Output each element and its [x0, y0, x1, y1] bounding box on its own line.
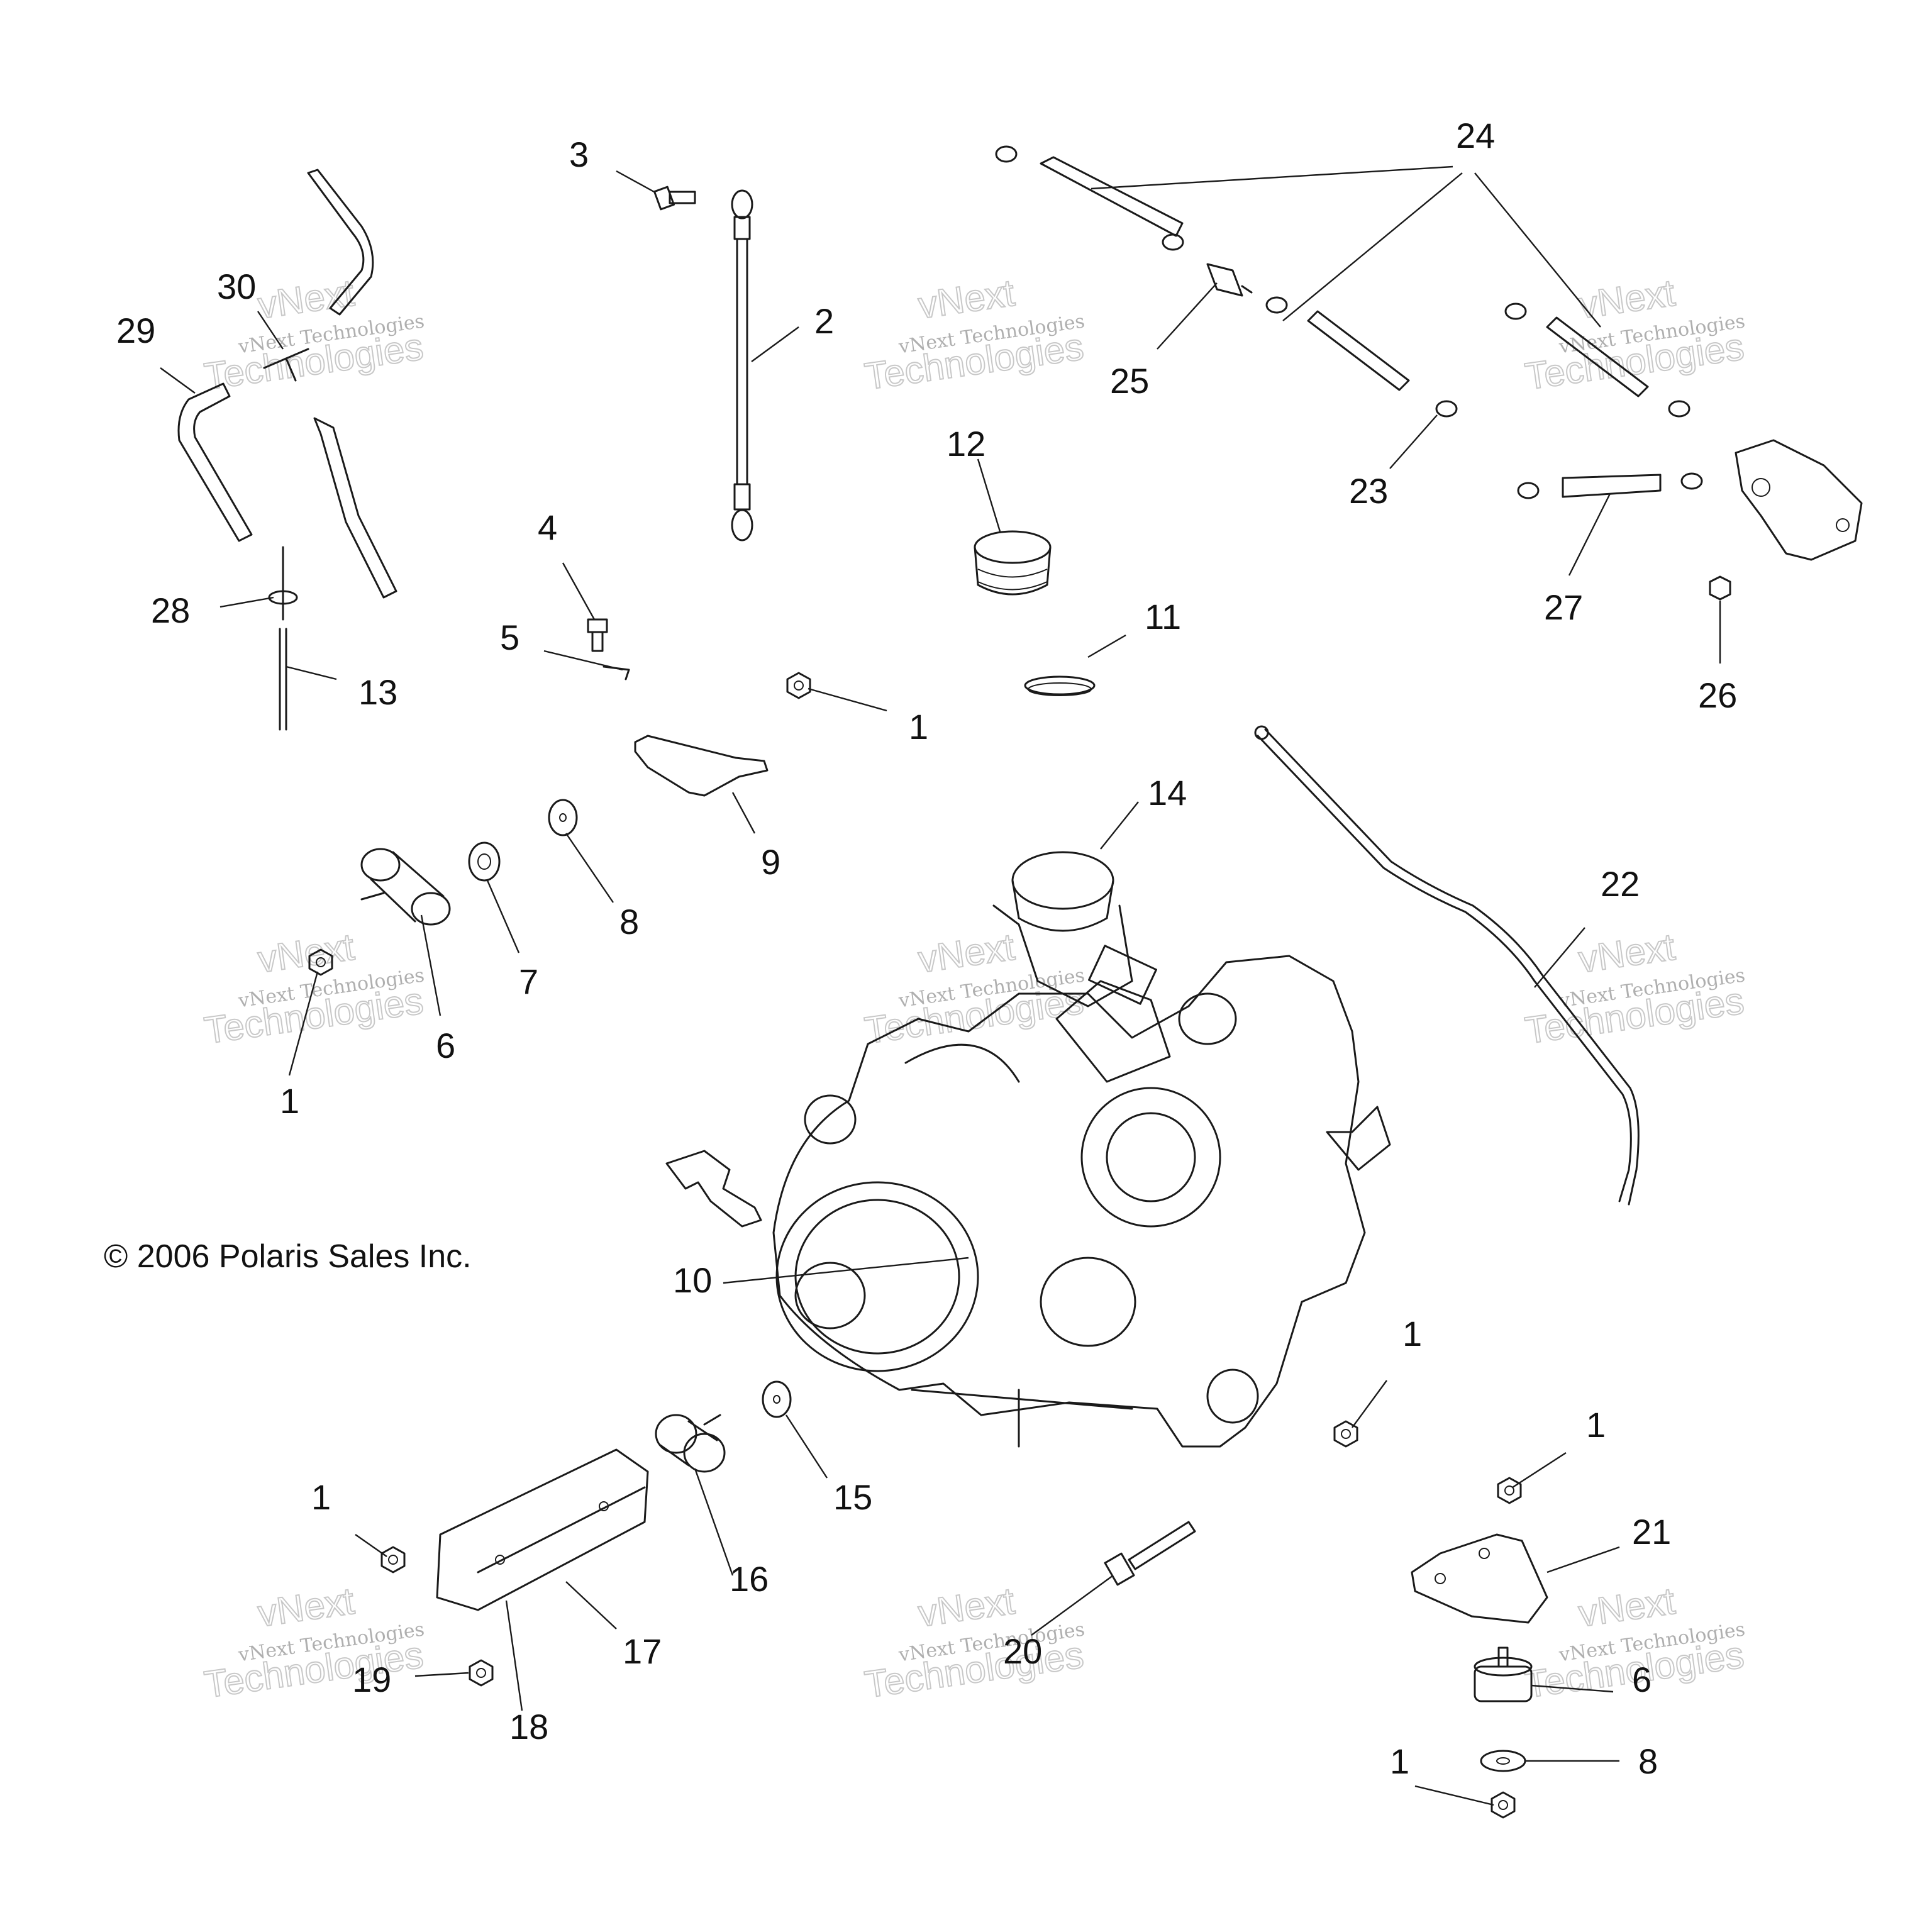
part-4-bolt	[587, 618, 608, 652]
callout-24: 24	[1456, 116, 1495, 155]
breather-box	[1735, 439, 1863, 561]
svg-text:vNext: vNext	[255, 926, 357, 981]
callout-20: 20	[1003, 1631, 1042, 1671]
svg-text:vNext: vNext	[1576, 1580, 1678, 1635]
callout-22: 22	[1601, 864, 1640, 904]
svg-text:vNext: vNext	[255, 1580, 357, 1635]
part-20-bolt	[1104, 1521, 1196, 1586]
leader-lines	[160, 165, 1721, 1806]
callout-16: 16	[730, 1559, 769, 1599]
callout-1: 1	[1402, 1314, 1422, 1353]
svg-text:vNext: vNext	[255, 272, 357, 327]
svg-text:vNext: vNext	[916, 926, 1018, 981]
part-19-nut	[469, 1659, 494, 1687]
callout-3: 3	[569, 135, 589, 174]
callout-27: 27	[1544, 587, 1583, 627]
callout-10: 10	[673, 1260, 712, 1300]
svg-text:vNext: vNext	[1576, 926, 1678, 981]
callout-28: 28	[151, 591, 190, 630]
part-9-bracket	[634, 735, 769, 797]
svg-text:vNext: vNext	[916, 1580, 1018, 1635]
callout-25: 25	[1110, 361, 1149, 401]
callout-26: 26	[1698, 675, 1737, 715]
callout-18: 18	[509, 1707, 548, 1746]
callout-7: 7	[519, 962, 538, 1001]
callout-2: 2	[814, 301, 834, 341]
callout-15: 15	[833, 1477, 872, 1517]
part-22-shift-rod	[1254, 725, 1640, 1206]
callout-21: 21	[1632, 1512, 1671, 1552]
part-28-fitting	[268, 546, 298, 621]
part-6-mount-right	[1474, 1646, 1533, 1702]
svg-text:vNext: vNext	[1576, 272, 1678, 327]
callout-8: 8	[1638, 1741, 1658, 1781]
part-15-washer	[762, 1380, 792, 1418]
part-27-hose	[1562, 474, 1662, 498]
part-3-bolt	[653, 186, 696, 211]
callout-labels: 1 1 1 1 1 1 1 2 3 4 5 6 6 7 8 8 9 10 11 …	[116, 116, 1737, 1781]
part-17-bracket	[436, 1448, 649, 1611]
callout-5: 5	[500, 618, 519, 657]
callout-17: 17	[623, 1631, 662, 1671]
part-25-connector	[1206, 263, 1253, 297]
part-23-clamps	[995, 145, 1703, 499]
part-13-rod	[279, 628, 287, 731]
part-10-engine	[665, 955, 1391, 1448]
part-21-mount-bracket	[1411, 1533, 1548, 1624]
watermark: vNext vNext Technologies Technologies vN…	[201, 271, 1747, 1707]
part-16-mount	[655, 1414, 726, 1473]
part-29-hoses	[177, 169, 397, 599]
copyright-text: © 2006 Polaris Sales Inc.	[104, 1238, 472, 1275]
part-12-intake-boot	[974, 530, 1052, 596]
callout-29: 29	[116, 311, 155, 350]
part-24-hoses	[1040, 156, 1649, 397]
callout-1: 1	[1390, 1741, 1409, 1781]
part-7-spacer	[468, 841, 501, 882]
callout-19: 19	[352, 1660, 391, 1699]
callout-6: 6	[436, 1026, 455, 1065]
callout-4: 4	[538, 508, 557, 547]
callout-6: 6	[1632, 1660, 1652, 1699]
callout-14: 14	[1148, 773, 1187, 813]
callout-1: 1	[280, 1081, 299, 1121]
svg-text:vNext: vNext	[916, 272, 1018, 327]
callout-8: 8	[619, 902, 639, 941]
callout-1: 1	[311, 1477, 331, 1517]
callout-9: 9	[761, 842, 780, 882]
callout-12: 12	[947, 424, 985, 464]
callout-1: 1	[909, 707, 928, 747]
part-30-tee	[263, 348, 309, 382]
part-11-clamp	[1024, 675, 1096, 696]
callout-23: 23	[1349, 471, 1388, 511]
part-1-nuts	[308, 672, 1522, 1819]
callout-13: 13	[358, 672, 397, 712]
part-6-mount-left	[360, 848, 451, 926]
part-2-ground-strap	[731, 189, 753, 541]
callout-1: 1	[1586, 1405, 1606, 1445]
callout-11: 11	[1145, 597, 1181, 636]
part-26-nut	[1709, 575, 1731, 601]
callout-30: 30	[217, 267, 256, 306]
